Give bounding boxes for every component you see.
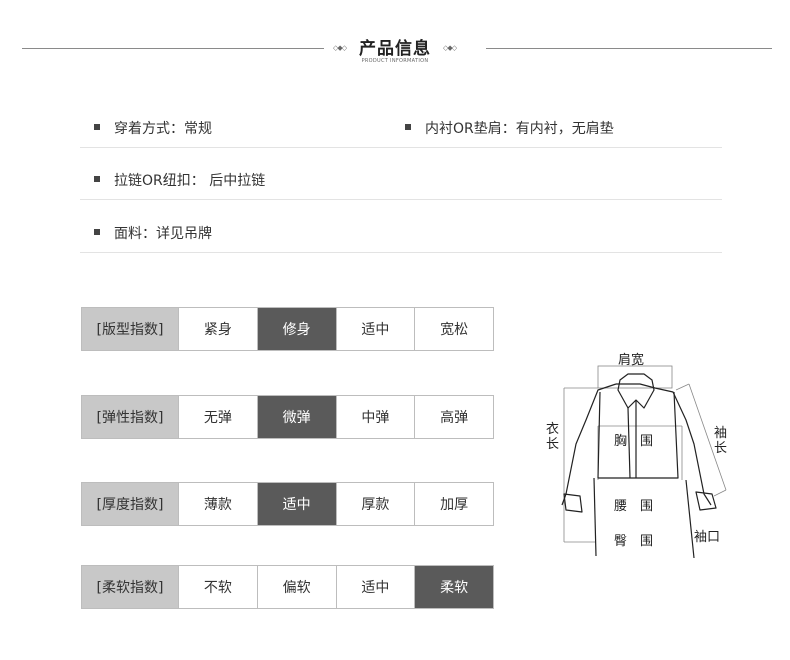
softness-option-3[interactable]: 柔软	[414, 566, 493, 608]
fit-option-1[interactable]: 修身	[256, 308, 336, 350]
header-deco-left: ◇◆◇	[333, 44, 347, 52]
fit-index-table: [版型指数] 紧身 修身 适中 宽松	[81, 307, 494, 351]
bullet-icon	[94, 124, 100, 130]
info-divider	[80, 147, 722, 148]
elasticity-option-0[interactable]: 无弹	[178, 396, 257, 438]
thickness-index-table: [厚度指数] 薄款 适中 厚款 加厚	[81, 482, 494, 526]
softness-option-1[interactable]: 偏软	[256, 566, 336, 608]
elasticity-option-2[interactable]: 中弹	[335, 396, 415, 438]
page-subtitle: PRODUCT INFORMATION	[361, 58, 429, 64]
elasticity-index-table: [弹性指数] 无弹 微弹 中弹 高弹	[81, 395, 494, 439]
fit-option-0[interactable]: 紧身	[178, 308, 257, 350]
info-fabric: 面料：详见吊牌	[94, 223, 212, 243]
thickness-option-0[interactable]: 薄款	[178, 483, 257, 525]
thickness-option-3[interactable]: 加厚	[414, 483, 493, 525]
elasticity-index-label: [弹性指数]	[82, 396, 178, 438]
info-closure-text: 拉链OR纽扣： 后中拉链	[114, 173, 266, 189]
label-waist: 腰 围	[614, 499, 654, 514]
label-cuff: 袖口	[694, 530, 721, 545]
fit-option-2[interactable]: 适中	[335, 308, 415, 350]
info-wear-style: 穿着方式：常规	[94, 118, 212, 138]
softness-option-0[interactable]: 不软	[178, 566, 257, 608]
softness-option-2[interactable]: 适中	[335, 566, 415, 608]
info-wear-style-text: 穿着方式：常规	[114, 121, 212, 137]
label-sleeve-bottom: 长	[714, 441, 728, 456]
header-rule-left	[22, 48, 324, 49]
label-sleeve-top: 袖	[714, 426, 728, 441]
bullet-icon	[405, 124, 411, 130]
elasticity-option-3[interactable]: 高弹	[414, 396, 493, 438]
elasticity-option-1[interactable]: 微弹	[256, 396, 336, 438]
softness-index-table: [柔软指数] 不软 偏软 适中 柔软	[81, 565, 494, 609]
fit-option-3[interactable]: 宽松	[414, 308, 493, 350]
info-divider	[80, 252, 722, 253]
info-closure: 拉链OR纽扣： 后中拉链	[94, 170, 265, 190]
garment-measurement-diagram	[561, 365, 727, 559]
label-chest: 胸 围	[614, 434, 654, 449]
label-shoulder: 肩宽	[618, 353, 645, 368]
info-divider	[80, 199, 722, 200]
header-deco-right: ◇◆◇	[443, 44, 457, 52]
info-lining-text: 内衬OR垫肩：有内衬，无肩垫	[425, 121, 614, 137]
bullet-icon	[94, 229, 100, 235]
thickness-option-1[interactable]: 适中	[256, 483, 336, 525]
thickness-option-2[interactable]: 厚款	[335, 483, 415, 525]
bullet-icon	[94, 176, 100, 182]
thickness-index-label: [厚度指数]	[82, 483, 178, 525]
label-length-top: 衣	[546, 422, 560, 437]
info-fabric-text: 面料：详见吊牌	[114, 226, 212, 242]
page-title: 产品信息	[359, 39, 431, 59]
info-lining: 内衬OR垫肩：有内衬，无肩垫	[405, 118, 614, 138]
header-rule-right	[486, 48, 772, 49]
fit-index-label: [版型指数]	[82, 308, 178, 350]
label-length-bottom: 长	[546, 437, 560, 452]
softness-index-label: [柔软指数]	[82, 566, 178, 608]
label-hip: 臀 围	[614, 534, 654, 549]
